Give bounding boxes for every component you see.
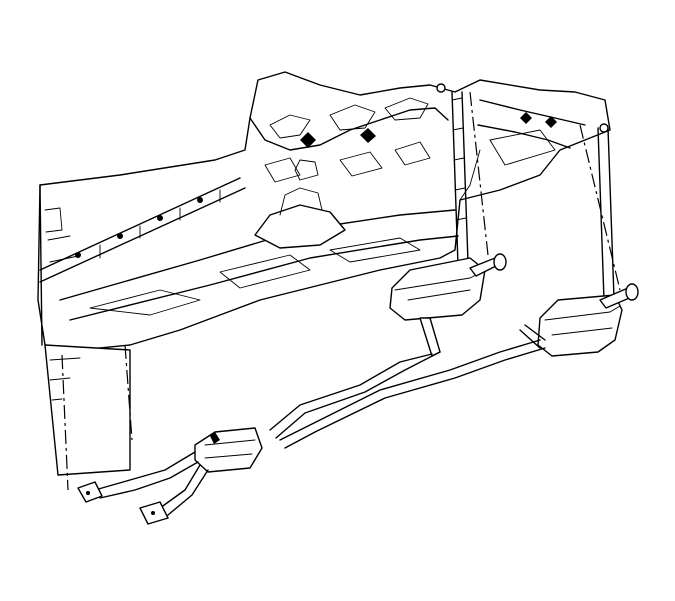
exhaust-pipe-right — [279, 324, 546, 449]
floor-pan-tunnel — [59, 159, 459, 321]
lower-left-panel — [44, 344, 131, 476]
rear-body-structure — [459, 99, 586, 201]
alignment-centerlines — [61, 91, 621, 491]
hanger-rods — [436, 83, 615, 301]
exhaust-system — [77, 253, 639, 525]
exhaust-pipe-left — [269, 351, 441, 439]
vehicle-underbody — [37, 71, 611, 476]
catalytic-converter — [194, 427, 263, 473]
left-muffler — [389, 257, 486, 357]
crossmember-rail — [39, 177, 246, 283]
engine-bay-structure — [249, 97, 449, 183]
right-tailpipe — [599, 283, 639, 309]
front-exhaust-flanges — [77, 451, 209, 525]
left-tailpipe — [469, 253, 507, 277]
